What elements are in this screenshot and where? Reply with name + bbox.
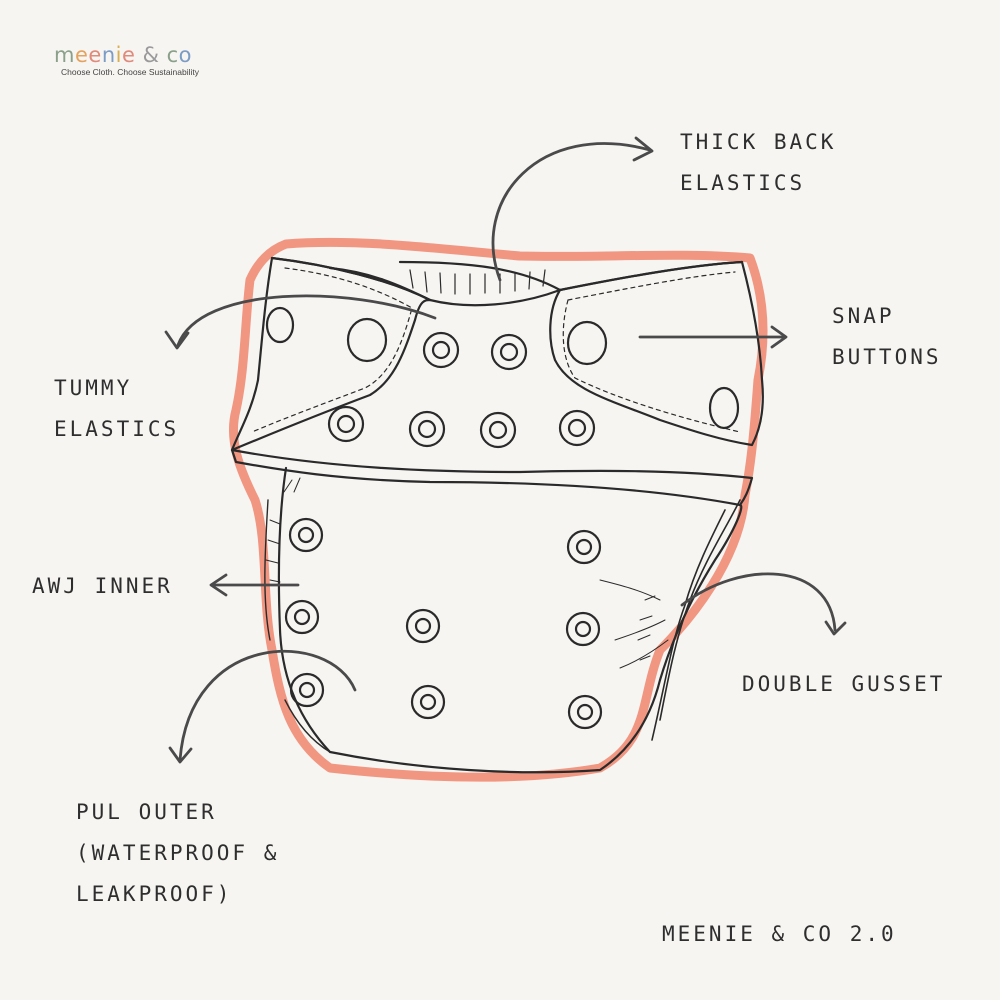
logo-letter: n <box>101 43 116 67</box>
label-snap-buttons: SNAP BUTTONS <box>832 304 942 369</box>
rise-snaps <box>284 517 603 730</box>
label-tummy-elastics: TUMMY ELASTICS <box>54 376 180 441</box>
back-gusset-ruching <box>265 477 301 583</box>
gusset-left <box>264 499 331 753</box>
waist-snap-row-lower <box>327 405 596 449</box>
arrow-double-gusset <box>680 572 847 636</box>
label-thick-back-elastics: THICK BACK ELASTICS <box>680 130 837 195</box>
label-version: MEENIE & CO 2.0 <box>662 922 897 946</box>
back-elastic-band <box>328 260 562 302</box>
gusset-ruching <box>599 579 669 669</box>
arrow-tummy-elastics <box>164 294 437 350</box>
logo-letter: m <box>54 43 75 67</box>
logo-letter: i <box>115 43 122 67</box>
left-wing-snap <box>346 317 388 363</box>
logo-letter: e <box>74 43 89 67</box>
arrow-thick-back-elastics <box>491 136 654 282</box>
right-wing-snap-outer <box>708 386 740 430</box>
right-wing-outline <box>549 260 764 447</box>
logo-letter: e <box>88 43 102 67</box>
logo-letter: e <box>121 43 136 67</box>
right-wing-stitch <box>562 271 741 433</box>
arrow-awj-inner <box>209 573 300 597</box>
right-wing-snap <box>566 320 608 366</box>
back-elastic-ruching <box>409 269 546 295</box>
arrow-snap-buttons <box>638 325 788 349</box>
label-double-gusset: DOUBLE GUSSET <box>742 672 946 696</box>
logo-letter: & <box>135 43 167 67</box>
label-pul-outer: PUL OUTER (WATERPROOF & LEAKPROOF) <box>76 800 280 906</box>
logo-letter: c <box>166 43 179 67</box>
label-awj-inner: AWJ INNER <box>32 574 173 598</box>
waist-snap-row-upper <box>422 331 528 371</box>
arrow-pul-outer <box>168 649 357 764</box>
logo-tagline: Choose Cloth. Choose Sustainability <box>61 67 199 77</box>
front-fold <box>230 448 754 507</box>
left-wing-outline <box>230 256 432 452</box>
left-wing-stitch <box>251 267 413 433</box>
left-wing-snap-outer <box>265 306 295 344</box>
diaper-accent-outline <box>228 237 768 782</box>
front-body <box>277 466 743 774</box>
logo-letter: o <box>178 43 193 67</box>
